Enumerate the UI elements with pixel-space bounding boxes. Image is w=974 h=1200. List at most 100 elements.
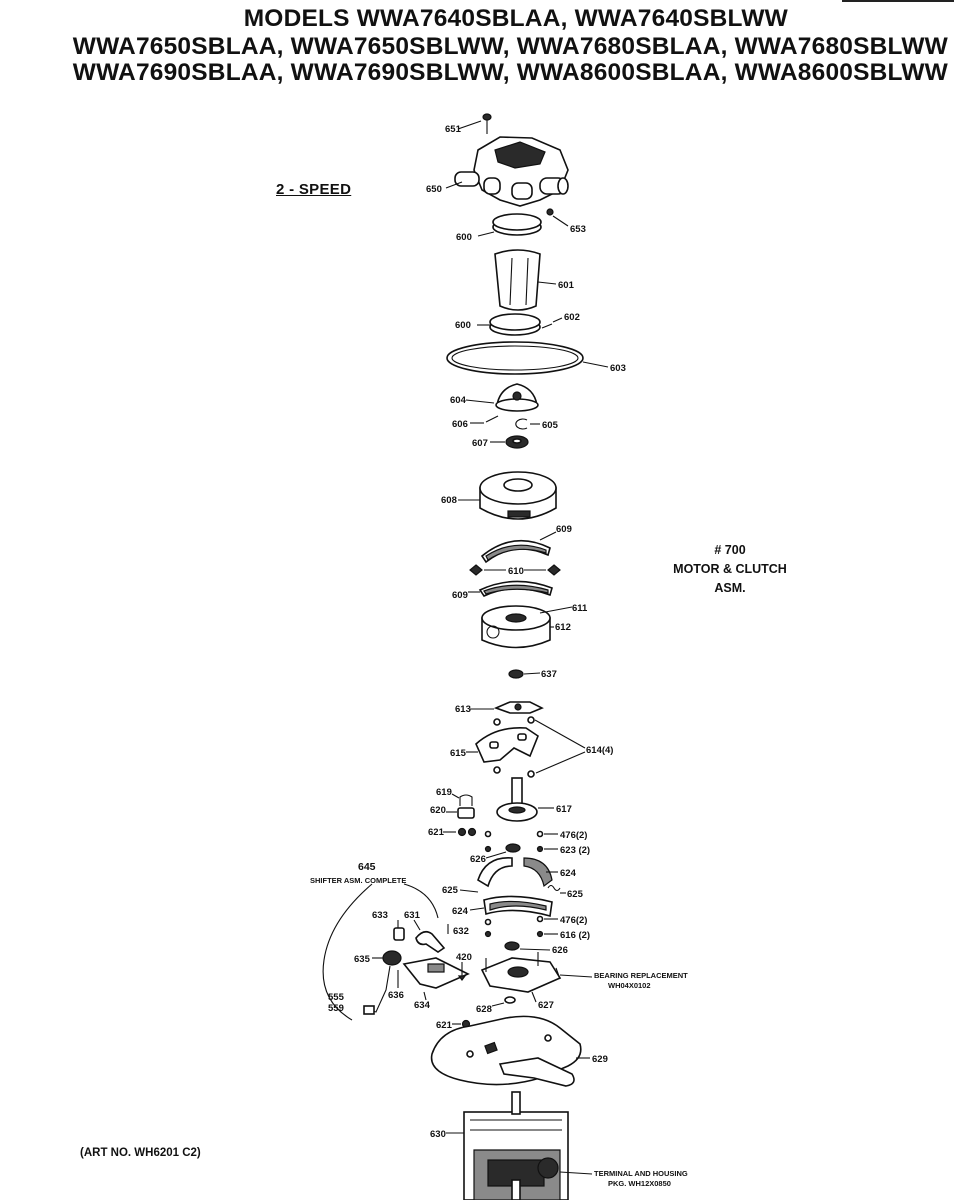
callout-612: 612 [555,622,571,633]
part-605-retaining-ring [515,418,540,430]
callout-635: 635 [354,954,371,965]
part-617-shaft-flange [496,777,554,822]
callout-615: 615 [450,748,467,759]
part-629-baseplate [430,1015,590,1087]
models-title-line-3: WWA7690SBLAA, WWA7690SBLWW, WWA8600SBLAA… [72,59,948,86]
callout-651: 651 [445,124,462,135]
callout-627: 627 [538,1000,554,1011]
callout-604: 604 [450,395,467,406]
callout-600-upper: 600 [456,232,472,243]
callout-613: 613 [455,704,471,715]
part-420-screw [457,962,467,981]
callout-600-lower: 600 [455,320,471,331]
callout-626-upper: 626 [470,854,486,865]
callout-476-upper: 476(2) [560,830,587,841]
callout-629: 629 [592,1054,608,1065]
part-624-shoe-lower [469,895,553,918]
callout-609-upper: 609 [556,524,572,535]
callout-619: 619 [436,787,452,798]
callout-607: 607 [472,438,488,449]
callout-645: 645 [358,861,376,873]
part-621-nuts-upper [443,827,477,837]
part-634-shifter-plate [402,957,470,1001]
part-631-lever [413,919,446,953]
callout-609-lower: 609 [452,590,468,601]
part-624-shoe-upper [477,857,558,888]
callout-555: 555 [328,992,345,1003]
part-615-bracket [466,727,539,763]
part-626-upper [485,843,521,859]
callout-621-upper: 621 [428,827,445,838]
part-610-spring [469,564,561,576]
callout-621-lower: 621 [436,1020,453,1031]
part-628-washer [491,996,516,1007]
part-633-bushing [393,920,405,941]
part-625-spring-right [547,884,566,894]
callout-608: 608 [441,495,457,506]
callout-632: 632 [453,926,469,937]
note-terminal-line-2: PKG. WH12X0850 [608,1179,671,1188]
assembly-name-line-2: ASM. [714,581,746,595]
part-613-plate [470,701,544,714]
part-601-hose [494,249,557,311]
callout-624-upper: 624 [560,868,577,879]
part-606-key [470,415,499,424]
part-627-bearing-bracket [480,952,593,1003]
header-rule [842,0,954,2]
note-terminal-line-1: TERMINAL AND HOUSING [594,1169,688,1178]
part-619-clip [451,793,473,806]
part-608-clutch-drum [458,471,557,520]
callout-606: 606 [452,419,468,430]
part-603-belt [446,341,609,375]
callout-653: 653 [570,224,586,235]
part-653-screw [546,208,569,227]
callout-611: 611 [572,603,588,614]
part-637-nut [508,669,541,679]
callout-637: 637 [541,669,557,680]
part-623-washers [484,845,558,853]
callout-624-lower: 624 [452,906,469,917]
art-number: (ART NO. WH6201 C2) [80,1147,201,1159]
part-650-pump [445,136,569,207]
note-shifter-asm: SHIFTER ASM. COMPLETE [310,876,406,885]
part-630-motor [446,1091,593,1200]
part-600-clamp-lower [477,313,541,336]
callout-420: 420 [456,952,472,963]
callout-559: 559 [328,1003,344,1014]
callout-602: 602 [564,312,580,323]
part-602-screw [541,317,563,329]
part-614-washers [493,716,586,778]
models-title-line-1: MODELS WWA7640SBLAA, WWA7640SBLWW [243,5,788,32]
part-604-pulley [465,383,539,412]
part-609-shoe-lower [468,580,553,598]
part-600-clamp-upper [477,213,542,237]
callout-634: 634 [414,1000,431,1011]
callout-616: 616 (2) [560,930,590,941]
assembly-number: # 700 [714,543,746,557]
models-title-line-2: WWA7650SBLAA, WWA7650SBLWW, WWA7680SBLAA… [72,33,948,60]
callout-630: 630 [430,1129,446,1140]
part-626-lower [504,941,551,951]
part-609-shoe-upper [480,531,557,564]
assembly-name-line-1: MOTOR & CLUTCH [673,562,787,576]
assembly-label: # 700 MOTOR & CLUTCH ASM. [640,541,820,598]
callout-631: 631 [404,910,421,921]
shifter-bracket-right [403,883,439,919]
callout-626-lower: 626 [552,945,568,956]
callout-601: 601 [558,280,575,291]
callout-650: 650 [426,184,442,195]
part-476-washers-upper [484,830,558,838]
callout-633: 633 [372,910,388,921]
part-616-washers [484,930,558,938]
note-bearing-line-1: BEARING REPLACEMENT [594,971,688,980]
part-607-bearing [490,435,529,449]
part-476-washers-lower [484,915,558,926]
callout-610: 610 [508,566,524,577]
shifter-bracket-left [322,883,373,1021]
callout-614: 614(4) [586,745,613,756]
part-651-screw [457,113,492,134]
callout-476-lower: 476(2) [560,915,587,926]
part-625-spring-left [459,889,479,893]
callout-620: 620 [430,805,446,816]
